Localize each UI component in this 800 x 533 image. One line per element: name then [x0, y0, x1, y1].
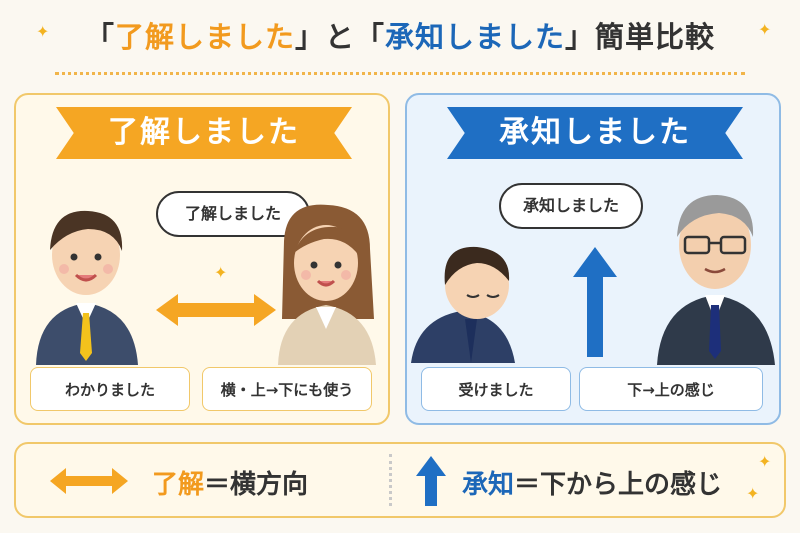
title-close-2: 」簡単比較 — [565, 20, 716, 54]
ryokai-meaning-tag: わかりました — [30, 367, 190, 411]
summary-divider — [389, 454, 392, 506]
sparkle-icon: ✦ — [214, 263, 228, 282]
title-word-shochi: 承知しました — [385, 20, 566, 54]
summary-ryokai-text: ＝横方向 — [204, 470, 309, 500]
horizontal-double-arrow-icon — [156, 294, 276, 326]
ryokai-usage-tag: 横・上→下にも使う — [202, 367, 372, 411]
ryokai-panel: 了解しました 了解しました ✦ わかりました 横・上→下にも使う — [14, 93, 390, 425]
title-close-1: 」と「 — [294, 20, 385, 54]
summary-ryokai: 了解＝横方向 — [152, 464, 308, 501]
title-word-ryokai: 了解しました — [114, 20, 295, 54]
senior-manager-illustration — [657, 195, 775, 365]
man-colleague-illustration — [36, 210, 138, 365]
summary-ryokai-key: 了解 — [152, 470, 205, 500]
upward-arrow-icon — [573, 247, 617, 357]
summary-shochi-text: ＝下から上の感じ — [514, 470, 723, 500]
horizontal-double-arrow-icon — [50, 468, 128, 494]
title-open-1: 「 — [84, 20, 115, 54]
ryokai-ribbon: 了解しました — [56, 107, 352, 159]
sparkle-icon: ✦ — [746, 484, 760, 503]
shochi-ribbon: 承知しました — [447, 107, 743, 159]
ryokai-speech-bubble: 了解しました — [156, 191, 310, 237]
shochi-speech-bubble: 承知しました — [499, 183, 643, 229]
sparkle-icon: ✦ — [758, 452, 772, 471]
upward-arrow-icon — [416, 456, 446, 506]
woman-colleague-illustration — [278, 204, 376, 365]
shochi-usage-tag: 下→上の感じ — [579, 367, 763, 411]
summary-bar: 了解＝横方向 承知＝下から上の感じ ✦ ✦ — [14, 442, 786, 518]
shochi-panel: 承知しました 承知しました 受けました 下→上の感じ — [405, 93, 781, 425]
sparkle-icon: ✦ — [36, 22, 50, 41]
page-title: 「了解しました」と「承知しました」簡単比較 — [0, 14, 800, 56]
shochi-meaning-tag: 受けました — [421, 367, 571, 411]
sparkle-icon: ✦ — [758, 20, 772, 39]
summary-shochi-key: 承知 — [462, 470, 515, 500]
title-divider — [55, 72, 745, 75]
bowing-employee-illustration — [411, 246, 515, 363]
summary-shochi: 承知＝下から上の感じ — [462, 464, 722, 501]
